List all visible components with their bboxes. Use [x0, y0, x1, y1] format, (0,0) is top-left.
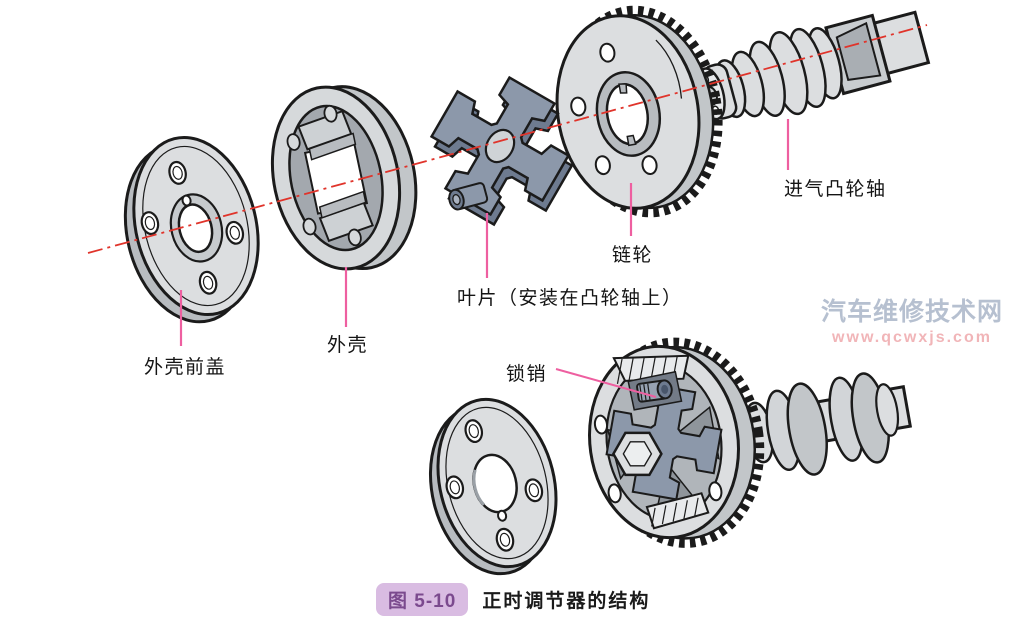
figure-number-badge: 图 5-10 — [376, 583, 469, 616]
label-sprocket: 链轮 — [612, 245, 654, 266]
figure-caption-text: 正时调节器的结构 — [482, 591, 651, 612]
part-housing-front-cover — [123, 135, 260, 324]
part-intake-camshaft — [696, 10, 931, 121]
assembly-camshaft — [744, 372, 913, 476]
label-intake-camshaft: 进气凸轮轴 — [784, 179, 887, 200]
part-sprocket — [555, 5, 723, 218]
leader-line-lock-pin — [555, 368, 657, 398]
centerline — [87, 24, 928, 254]
label-housing: 外壳 — [327, 335, 369, 356]
label-vane: 叶片（安装在凸轮轴上） — [457, 288, 683, 309]
label-lock-pin: 锁销 — [506, 364, 548, 385]
label-front-cover: 外壳前盖 — [144, 357, 227, 378]
part-front-cover-assembled — [428, 397, 558, 576]
figure-caption-row: 图 5-10 正时调节器的结构 — [376, 583, 650, 616]
vane-lock-pin-detail — [448, 182, 489, 211]
part-housing — [270, 85, 418, 271]
part-vane — [429, 75, 574, 227]
lock-pin — [627, 370, 683, 411]
assembly-timing-adjuster — [588, 337, 765, 548]
